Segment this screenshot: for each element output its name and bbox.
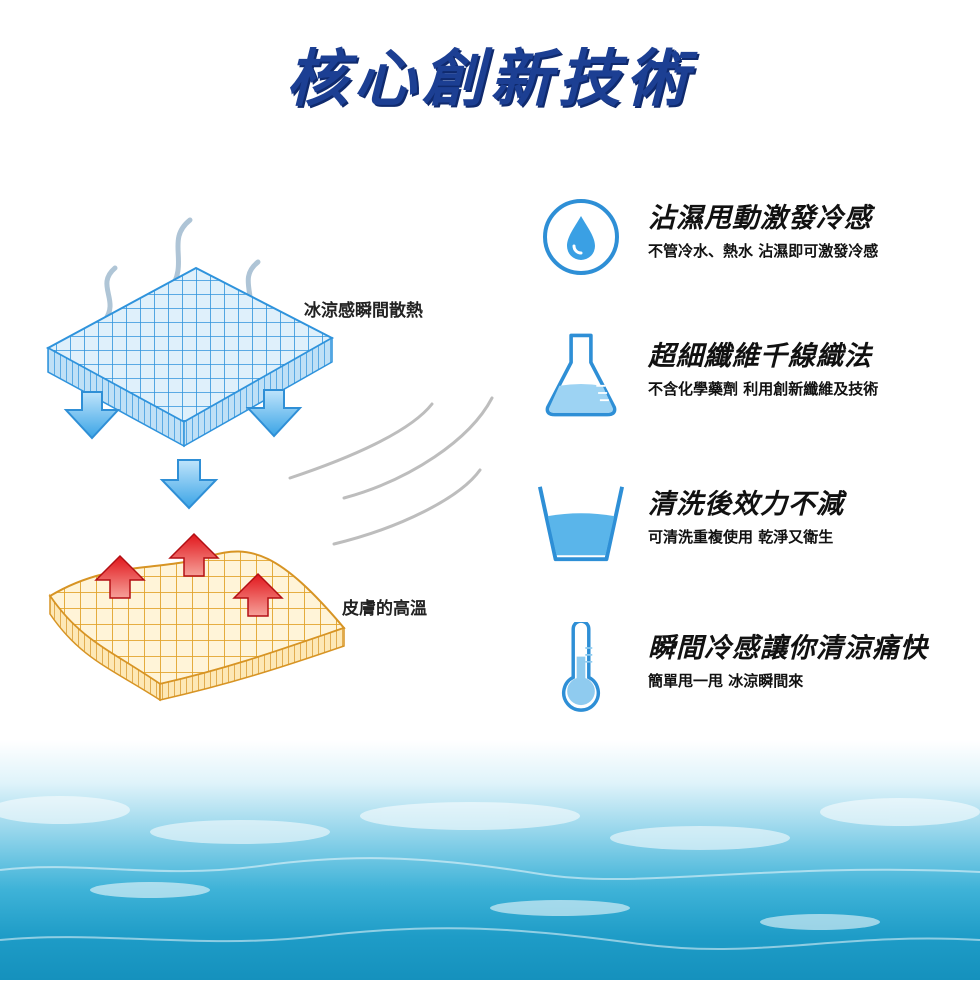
cool-caption: 冰涼感瞬間散熱 bbox=[304, 301, 423, 321]
wind-lines bbox=[288, 396, 494, 546]
water-drop-icon bbox=[543, 199, 619, 275]
feature-desc: 簡單甩一甩 冰涼瞬間來 bbox=[648, 672, 804, 690]
flask-icon bbox=[545, 333, 617, 417]
feature-desc: 不管冷水、熱水 沾濕即可激發冷感 bbox=[648, 242, 879, 260]
feature-item-instant-cool: 瞬間冷感讓你清涼痛快 簡單甩一甩 冰涼瞬間來 bbox=[536, 622, 976, 742]
feature-title: 超細纖維千線織法 bbox=[648, 341, 872, 372]
heat-up-arrows bbox=[94, 532, 284, 617]
feature-title: 瞬間冷感讓你清涼痛快 bbox=[648, 633, 928, 664]
feature-item-microfiber: 超細纖維千線織法 不含化學藥劑 利用創新纖維及技術 bbox=[536, 330, 976, 450]
cooling-illustration bbox=[45, 217, 494, 702]
thermometer-icon bbox=[562, 622, 600, 712]
feature-title: 清洗後效力不減 bbox=[648, 489, 844, 520]
cool-fabric bbox=[45, 266, 335, 448]
feature-item-wet-shake: 沾濕甩動激發冷感 不管冷水、熱水 沾濕即可激發冷感 bbox=[536, 192, 976, 312]
cool-down-arrows bbox=[63, 389, 303, 510]
page-title: 核心創新技術 bbox=[285, 42, 694, 115]
water-background bbox=[0, 740, 980, 980]
water-splash bbox=[0, 796, 980, 951]
cup-icon bbox=[538, 486, 624, 562]
feature-desc: 不含化學藥劑 利用創新纖維及技術 bbox=[648, 380, 879, 398]
feature-desc: 可清洗重複使用 乾淨又衛生 bbox=[648, 528, 834, 546]
skin-caption: 皮膚的高溫 bbox=[342, 599, 427, 619]
feature-title: 沾濕甩動激發冷感 bbox=[648, 203, 872, 234]
feature-item-washable: 清洗後效力不減 可清洗重複使用 乾淨又衛生 bbox=[536, 478, 976, 598]
